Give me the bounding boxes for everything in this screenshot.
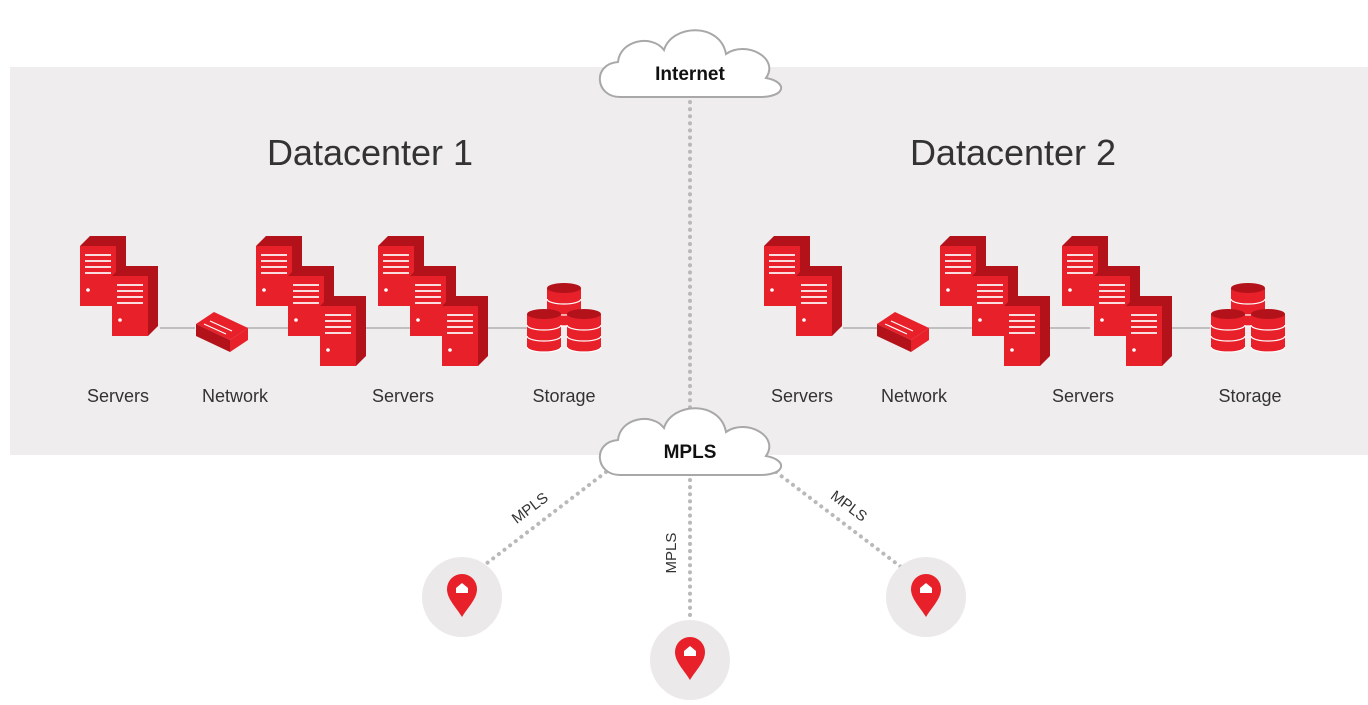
- mpls-cloud: MPLS: [598, 407, 782, 476]
- mpls-link-label: MPLS: [663, 533, 680, 574]
- storage-icon: [1210, 283, 1286, 353]
- mpls-branch-link: [476, 470, 608, 572]
- device-group-label: Network: [881, 386, 948, 406]
- device-group-label: Servers: [372, 386, 434, 406]
- location-home-pin-icon: [886, 557, 966, 637]
- server-stack-icon: [1062, 236, 1172, 366]
- server-stack-icon: [764, 236, 842, 336]
- cloud-icon: [598, 29, 782, 98]
- device-group-label: Storage: [1218, 386, 1281, 406]
- storage-icon: [526, 283, 602, 353]
- network-switch-icon: [196, 312, 248, 352]
- mpls-branch-link: [774, 470, 907, 572]
- network-switch-icon: [877, 312, 929, 352]
- location-home-pin-icon: [422, 557, 502, 637]
- cloud-icon: [598, 407, 782, 476]
- location-home-pin-icon: [650, 620, 730, 700]
- server-stack-icon: [378, 236, 488, 366]
- server-stack-icon: [256, 236, 366, 366]
- mpls-link-label: MPLS: [827, 487, 870, 525]
- internet-cloud: Internet: [598, 29, 782, 98]
- device-group-label: Servers: [1052, 386, 1114, 406]
- mpls-link-label: MPLS: [509, 489, 552, 527]
- datacenter-title: Datacenter 1: [267, 132, 473, 173]
- internet-cloud-label: Internet: [655, 64, 725, 85]
- datacenter-title: Datacenter 2: [910, 132, 1116, 173]
- server-stack-icon: [940, 236, 1050, 366]
- device-group-label: Storage: [532, 386, 595, 406]
- device-group-label: Servers: [771, 386, 833, 406]
- device-group-label: Network: [202, 386, 269, 406]
- device-group-label: Servers: [87, 386, 149, 406]
- server-stack-icon: [80, 236, 158, 336]
- mpls-cloud-label: MPLS: [664, 442, 717, 463]
